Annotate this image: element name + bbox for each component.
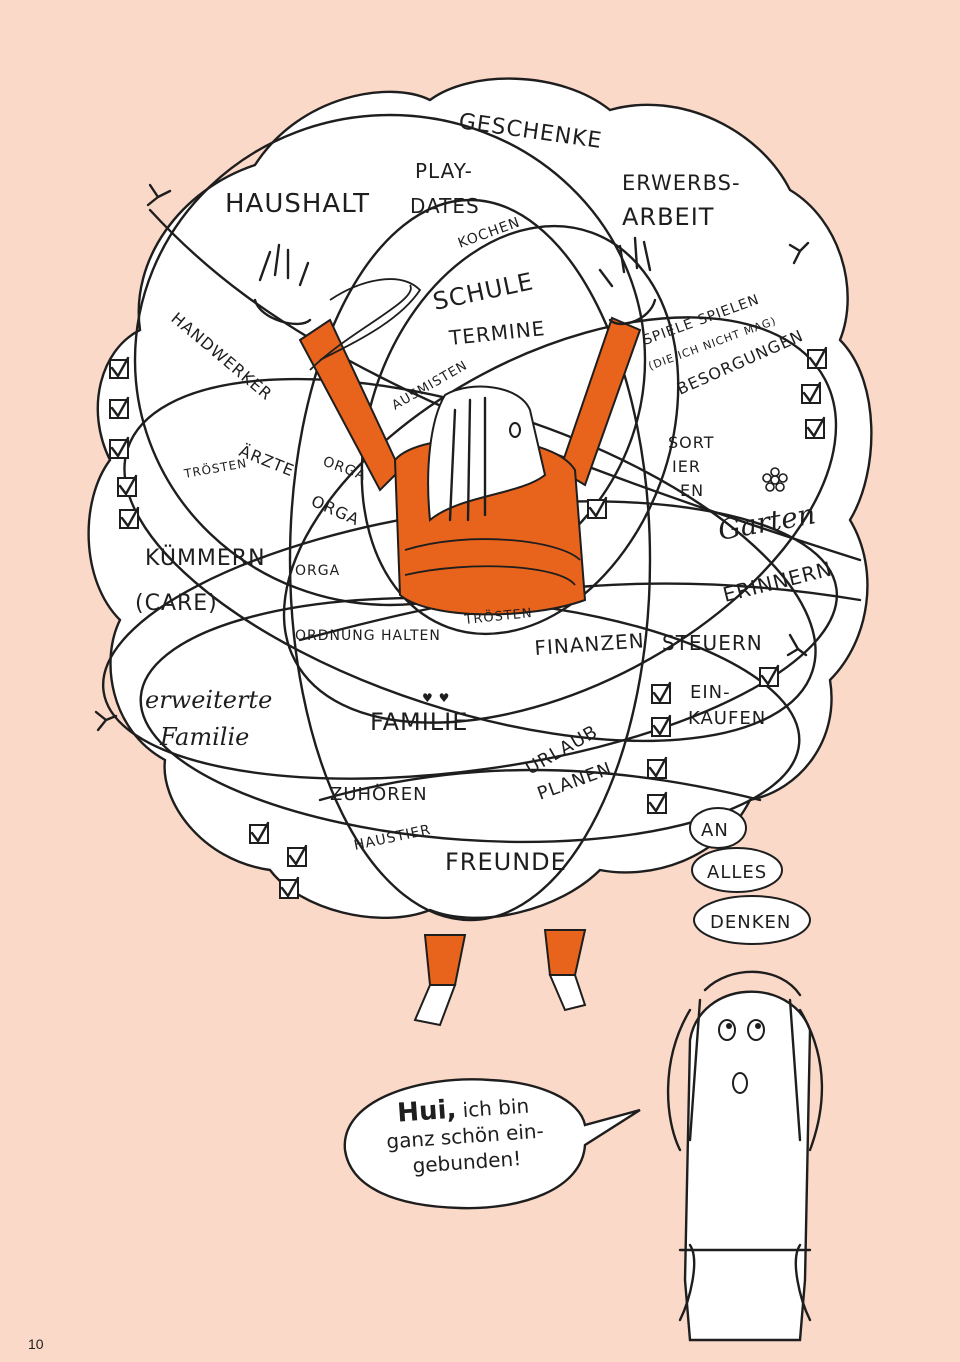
- label-familie: FAMILIE: [370, 708, 468, 736]
- page-number: 10: [28, 1336, 44, 1352]
- label-erwerbs-1: ERWERBS-: [622, 171, 741, 195]
- strand-3: [318, 768, 762, 802]
- label-erwerbs-2: ARBEIT: [622, 203, 714, 231]
- thought-bubbles: AN ALLES DENKEN: [689, 807, 811, 945]
- bubble-an: [689, 807, 747, 849]
- heart-icon: ♥ ♥: [422, 691, 450, 705]
- loop-vertical: [288, 198, 652, 922]
- label-ordnung: ORDNUNG HALTEN: [295, 628, 441, 644]
- label-playdates-1: PLAY-: [415, 159, 473, 183]
- label-sortieren-1: SORT: [668, 433, 714, 452]
- speech-line-1: ich bin: [455, 1093, 530, 1123]
- label-zuhoeren: ZUHÖREN: [330, 783, 428, 805]
- knots: [94, 183, 810, 732]
- loop-haushalt: [133, 113, 647, 607]
- loop-erwerb: [282, 316, 838, 724]
- label-erweiterte-2: Familie: [159, 723, 249, 751]
- flower-icon: [762, 467, 788, 492]
- bubble-text-alles: ALLES: [707, 862, 767, 883]
- standing-person: [666, 970, 824, 1342]
- label-einkaufen-1: EIN-: [690, 682, 731, 703]
- bubble-text-an: AN: [701, 820, 729, 841]
- rope: [309, 278, 581, 586]
- label-orga-3: ORGA: [295, 563, 340, 579]
- speech-text: Hui, ich bin ganz schön ein- gebunden!: [358, 1089, 573, 1182]
- bubble-alles: [691, 847, 783, 893]
- label-sortieren-3: EN: [680, 481, 704, 500]
- label-sortieren-2: IER: [672, 457, 701, 476]
- speech-bubble: [343, 1078, 641, 1210]
- label-freunde: FREUNDE: [445, 848, 567, 876]
- label-playdates-2: DATES: [410, 194, 480, 218]
- loop-inner: [360, 224, 680, 636]
- speech-bold: Hui,: [396, 1094, 458, 1129]
- label-steuern: STEUERN: [662, 631, 763, 655]
- bubble-text-denken: DENKEN: [710, 912, 791, 933]
- label-kuemmern-2: (CARE): [135, 591, 218, 616]
- label-haushalt: HAUSHALT: [225, 189, 370, 219]
- label-einkaufen-2: KAUFEN: [688, 708, 766, 729]
- strand-1: [148, 208, 862, 562]
- label-kuemmern-1: KÜMMERN: [145, 545, 266, 571]
- label-erweiterte-1: erweiterte: [145, 686, 272, 714]
- bubble-denken: [693, 895, 811, 945]
- checkboxes: [109, 346, 828, 899]
